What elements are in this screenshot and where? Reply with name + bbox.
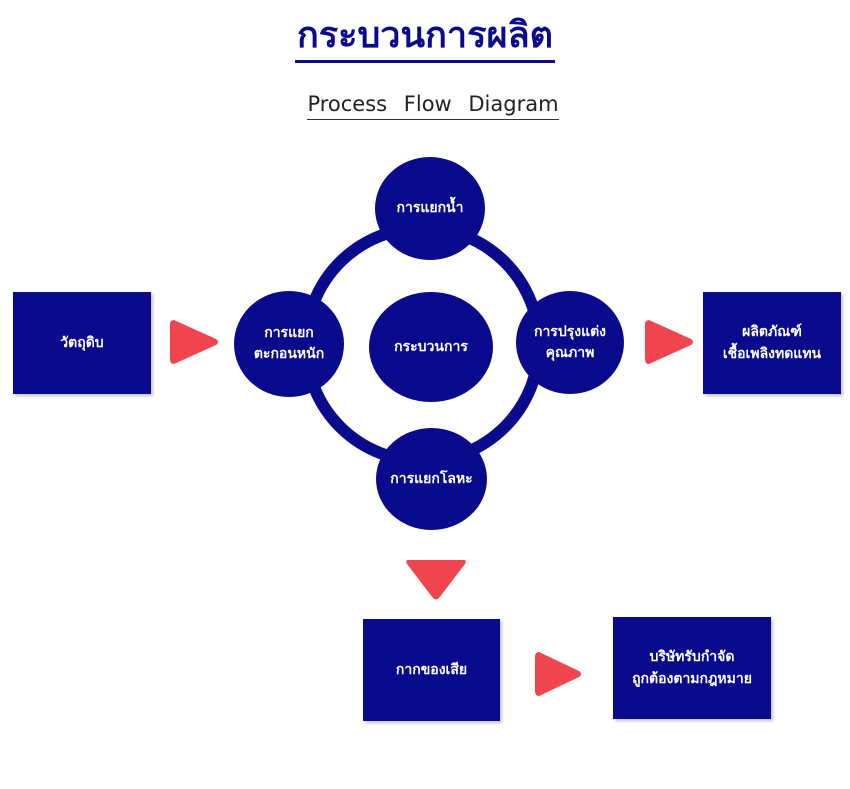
step-water-separation: การแยกน้ำ	[375, 157, 485, 260]
arrow-down-icon	[406, 560, 466, 600]
raw-material-label: วัตถุดิบ	[60, 335, 104, 351]
subtitle-container: Process Flow Diagram	[0, 90, 850, 120]
step-metal-separation-label: การแยกโลหะ	[390, 470, 473, 487]
step-water-separation-label: การแยกน้ำ	[396, 200, 464, 216]
waste-label: กากของเสีย	[395, 662, 468, 678]
product-box: ผลิตภัณฑ์ เชื้อเพลิงทดแทน	[703, 292, 841, 394]
step-quality-adjustment: การปรุงแต่ง คุณภาพ	[516, 291, 624, 394]
waste-box: กากของเสีย	[363, 619, 500, 721]
process-center-label: กระบวนการ	[394, 338, 468, 355]
step-metal-separation: การแยกโลหะ	[376, 428, 487, 530]
page-subtitle: Process Flow Diagram	[307, 90, 559, 120]
process-center: กระบวนการ	[369, 292, 493, 402]
step-sediment-separation: การแยก ตะกอนหนัก	[234, 291, 344, 397]
product-label: ผลิตภัณฑ์ เชื้อเพลิงทดแทน	[722, 324, 822, 362]
step-sediment-separation-label: การแยก ตะกอนหนัก	[253, 325, 325, 362]
arrow-right-icon	[535, 652, 581, 696]
page-title: กระบวนการผลิต	[294, 14, 556, 63]
raw-material-box: วัตถุดิบ	[13, 292, 151, 394]
step-quality-adjustment-label: การปรุงแต่ง คุณภาพ	[533, 323, 607, 361]
disposal-box: บริษัทรับกำจัด ถูกต้องตามกฎหมาย	[613, 617, 771, 719]
title-container: กระบวนการผลิต	[0, 14, 850, 63]
arrow-right-icon	[645, 320, 693, 364]
disposal-label: บริษัทรับกำจัด ถูกต้องตามกฎหมาย	[632, 649, 752, 687]
arrow-right-icon	[170, 320, 218, 364]
